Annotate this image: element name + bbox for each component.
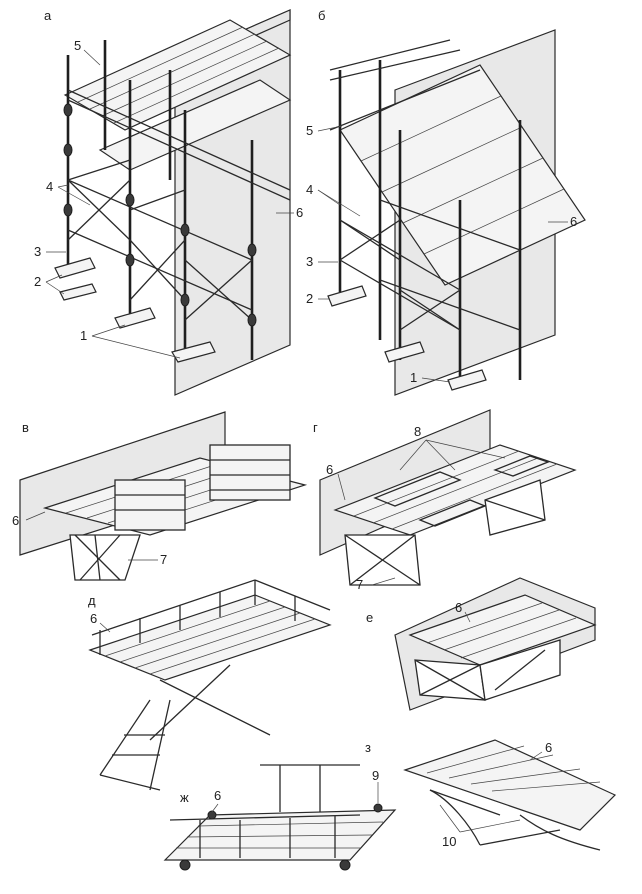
panel-b-label-1: 1 bbox=[410, 370, 417, 385]
panel-z-deck bbox=[403, 739, 617, 831]
panel-zh-wheels bbox=[179, 803, 383, 871]
panel-a-label-2: 2 bbox=[34, 274, 41, 289]
panel-zh-leader-6 bbox=[211, 803, 219, 813]
panel-zh-letter: ж bbox=[180, 790, 189, 805]
panel-zh-label-6: 6 bbox=[214, 788, 221, 803]
panel-d-deck-boards bbox=[104, 600, 316, 675]
panel-v-railing bbox=[114, 444, 291, 531]
panel-a-ledgers bbox=[67, 89, 291, 321]
panel-g-label-8: 8 bbox=[414, 424, 421, 439]
panel-e-label-6: 6 bbox=[455, 600, 462, 615]
panel-a-couplings bbox=[63, 103, 257, 327]
panel-z-deck-boards bbox=[426, 745, 601, 792]
panel-d-scissor-legs bbox=[99, 664, 271, 791]
panel-g: г 8 6 7 bbox=[313, 409, 577, 592]
panel-e-leader-6 bbox=[464, 611, 471, 623]
panel-e-letter: е bbox=[366, 610, 373, 625]
panel-z-label-10: 10 bbox=[442, 834, 456, 849]
panel-g-label-7: 7 bbox=[356, 577, 363, 592]
panel-a-leaders bbox=[45, 49, 294, 359]
panel-v-leader-6 bbox=[25, 511, 46, 521]
panel-b-leaders bbox=[317, 125, 568, 383]
panel-z-leaders bbox=[439, 751, 543, 833]
panel-v-label-7: 7 bbox=[160, 552, 167, 567]
panel-d-deck bbox=[88, 594, 332, 681]
panel-b: б 5 4 3 2 1 6 bbox=[306, 8, 586, 396]
panel-d-letter: д bbox=[88, 593, 96, 608]
panel-d-label-6: 6 bbox=[90, 611, 97, 626]
panel-b-base-shoes bbox=[327, 285, 487, 391]
panel-zh-railing bbox=[169, 764, 361, 858]
panel-d: д 6 bbox=[88, 579, 332, 791]
panel-g-label-6: 6 bbox=[326, 462, 333, 477]
panel-v-letter: в bbox=[22, 420, 29, 435]
panel-zh-label-9: 9 bbox=[372, 768, 379, 783]
panel-z: з 6 10 bbox=[365, 739, 617, 851]
panel-a: а 5 4 3 2 1 6 bbox=[34, 8, 303, 396]
panel-g-leaders bbox=[337, 439, 506, 586]
panel-b-label-5: 5 bbox=[306, 123, 313, 138]
panel-a-label-6: 6 bbox=[296, 205, 303, 220]
panel-b-label-6: 6 bbox=[570, 214, 577, 229]
panel-d-railing bbox=[91, 579, 331, 655]
panel-g-letter: г bbox=[313, 420, 318, 435]
panel-d-leader-6 bbox=[99, 622, 111, 633]
panel-a-letter: а bbox=[44, 8, 52, 23]
panel-z-stands bbox=[429, 789, 601, 851]
panel-a-label-3: 3 bbox=[34, 244, 41, 259]
panel-z-letter: з bbox=[365, 740, 371, 755]
panel-g-trestle bbox=[344, 479, 546, 586]
panel-v: в 6 7 bbox=[12, 411, 308, 581]
panel-v-label-6: 6 bbox=[12, 513, 19, 528]
panel-b-label-3: 3 bbox=[306, 254, 313, 269]
panel-g-deck-boards bbox=[353, 450, 558, 530]
panel-b-label-4: 4 bbox=[306, 182, 313, 197]
panel-e: е 6 bbox=[366, 577, 597, 711]
panel-z-label-6: 6 bbox=[545, 740, 552, 755]
panel-a-label-4: 4 bbox=[46, 179, 53, 194]
panel-v-trestle bbox=[69, 534, 141, 581]
panel-a-label-5: 5 bbox=[74, 38, 81, 53]
panel-b-deck bbox=[339, 64, 586, 286]
panel-a-label-1: 1 bbox=[80, 328, 87, 343]
panel-zh-deck bbox=[163, 809, 397, 861]
panel-e-deck-boards bbox=[426, 602, 577, 659]
panel-g-openings bbox=[373, 455, 550, 527]
panel-b-letter: б bbox=[318, 8, 325, 23]
panel-zh: ж 6 9 bbox=[163, 764, 397, 871]
panel-b-ledgers bbox=[329, 39, 521, 331]
panel-e-trestle bbox=[414, 639, 561, 701]
panel-a-base-shoes bbox=[54, 257, 216, 363]
panel-b-label-2: 2 bbox=[306, 291, 313, 306]
panel-g-deck bbox=[333, 444, 577, 536]
